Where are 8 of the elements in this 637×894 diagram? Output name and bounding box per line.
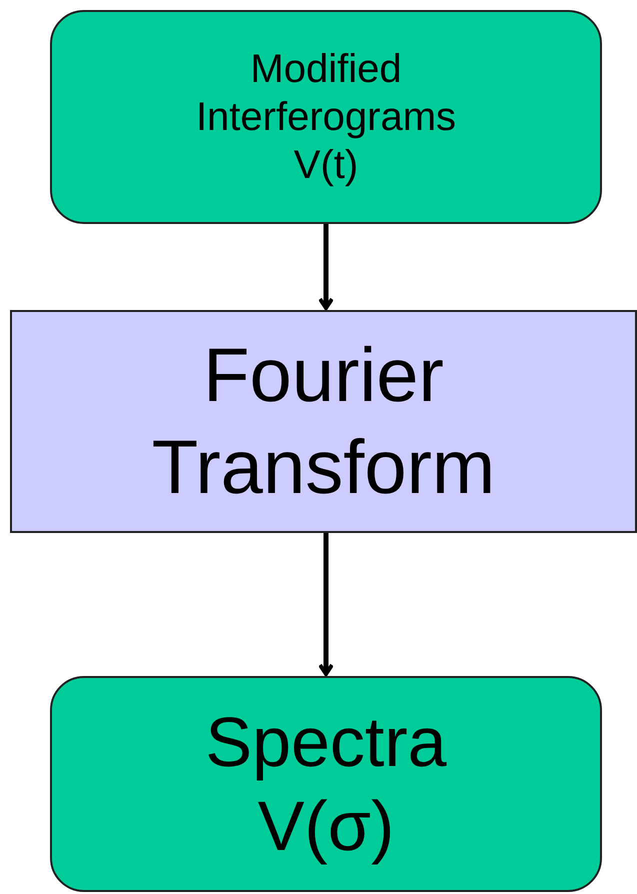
- arrow: [318, 533, 334, 676]
- process-box: [10, 310, 637, 533]
- node-text: Modified Interferograms V(t): [194, 46, 458, 189]
- data-box: [50, 676, 602, 892]
- data-box: [50, 10, 602, 224]
- node-text: Fourier Transform: [150, 332, 496, 512]
- arrow: [318, 224, 334, 310]
- node-text: Spectra V(σ): [204, 702, 448, 867]
